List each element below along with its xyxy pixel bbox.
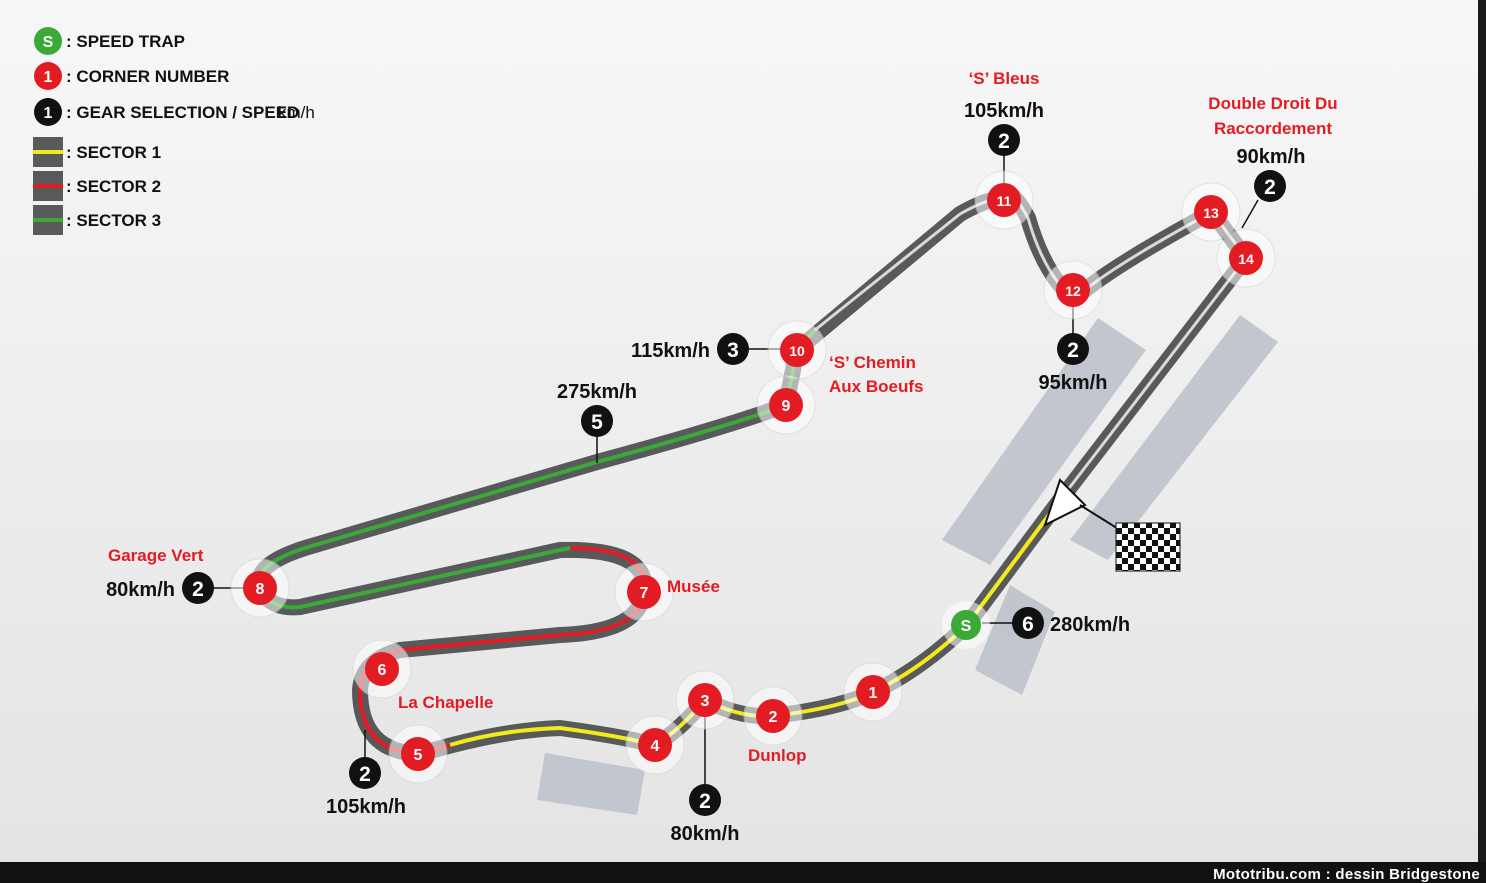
speed-t10: 115km/h [631,340,710,362]
legend: S : SPEED TRAP 1 : CORNER NUMBER 1 : GEA… [33,27,315,235]
gear-badge-trap: 6 [1012,607,1044,639]
svg-text:5: 5 [591,411,603,434]
corner-marker-3: 3 [675,670,735,730]
legend-sector-2: : SECTOR 2 [33,171,161,201]
svg-text:2: 2 [359,763,371,786]
name-dunlop: Dunlop [748,746,807,765]
checkered-flag [1115,522,1181,572]
svg-text:: SECTOR 2: : SECTOR 2 [66,177,161,196]
corner-marker-2: 2 [743,686,803,746]
name-la-chapelle: La Chapelle [398,693,493,712]
footer-credit: Mototribu.com : dessin Bridgestone [1213,866,1480,883]
corner-marker-4: 4 [625,715,685,775]
svg-text:2: 2 [699,790,711,813]
start-flag-pointer [1043,478,1087,527]
corner-number-1: 1 [869,685,878,702]
footer-bar [0,862,1486,883]
name-musee: Musée [667,577,720,596]
svg-text:1: 1 [44,69,53,86]
corner-marker-12: 12 [1043,260,1103,320]
name-garage-vert: Garage Vert [108,546,204,565]
svg-text:1: 1 [44,105,53,122]
corner-marker-14: 14 [1216,228,1276,288]
corner-number-7: 7 [640,585,649,602]
speed-t14: 90km/h [1237,146,1306,168]
svg-text:2: 2 [998,130,1010,153]
speed-t8: 80km/h [106,579,175,601]
corner-marker-5: 5 [388,724,448,784]
name-double-droit-1: Double Droit Du [1208,94,1337,113]
svg-text:km/h: km/h [278,103,315,122]
corner-marker-13: 13 [1181,182,1241,242]
speed-trap: 280km/h [1050,614,1130,636]
corner-number-8: 8 [256,581,265,598]
svg-text:2: 2 [1067,339,1079,362]
speed-t11: 105km/h [964,100,1044,122]
corner-marker-11: 11 [974,170,1034,230]
speed-t3: 80km/h [671,823,740,845]
svg-text:S: S [43,34,54,51]
corner-number-2: 2 [769,709,778,726]
svg-text:: GEAR SELECTION / SPEED: : GEAR SELECTION / SPEED [66,103,299,122]
corner-number-13: 13 [1203,205,1219,221]
svg-text:: SECTOR 1: : SECTOR 1 [66,143,161,162]
legend-gear-selection: 1 : GEAR SELECTION / SPEED km/h [34,98,315,126]
name-s-chemin-2: Aux Boeufs [829,377,923,396]
corner-number-3: 3 [701,693,710,710]
gear-badge-t3: 2 [689,784,721,816]
corner-number-14: 14 [1238,251,1254,267]
legend-corner-number: 1 : CORNER NUMBER [34,62,229,90]
legend-sector-3: : SECTOR 3 [33,205,161,235]
gear-badge-t10: 3 [717,333,749,365]
name-double-droit-2: Raccordement [1214,119,1332,138]
corner-marker-6: 6 [352,639,412,699]
corner-names: ‘S’ Bleus Double Droit Du Raccordement ‘… [108,69,1338,765]
corner-marker-1: 1 [843,662,903,722]
svg-text:: SECTOR 3: : SECTOR 3 [66,211,161,230]
svg-text:2: 2 [1264,176,1276,199]
corner-number-4: 4 [651,738,660,755]
legend-sector-1: : SECTOR 1 [33,137,161,167]
speed-t5: 105km/h [326,796,406,818]
svg-text:: SPEED TRAP: : SPEED TRAP [66,32,185,51]
gear-badge-t14: 2 [1254,170,1286,202]
svg-text:6: 6 [1022,613,1034,636]
speed-labels: 105km/h 90km/h 95km/h 115km/h 275km/h 80… [106,100,1305,845]
gear-badge-straight: 5 [581,405,613,437]
gear-markers: 2 2 2 3 5 2 2 2 [182,124,1286,816]
corner-marker-7: 7 [614,562,674,622]
corner-number-11: 11 [997,193,1012,209]
svg-text:3: 3 [727,339,739,362]
speed-trap-marker: S [942,601,990,649]
gear-badge-t8: 2 [182,572,214,604]
corner-number-5: 5 [414,747,423,764]
speed-t12: 95km/h [1039,372,1108,394]
corner-number-12: 12 [1065,283,1081,299]
corner-number-6: 6 [378,662,387,679]
gear-badge-t12: 2 [1057,333,1089,365]
svg-text:2: 2 [192,578,204,601]
corner-marker-10: 10 [767,320,827,380]
gear-badge-t11: 2 [988,124,1020,156]
name-s-bleus: ‘S’ Bleus [969,69,1040,88]
svg-text:: CORNER NUMBER: : CORNER NUMBER [66,67,229,86]
start-finish [1043,478,1181,572]
corner-marker-8: 8 [230,558,290,618]
corner-marker-9: 9 [756,375,816,435]
name-s-chemin-1: ‘S’ Chemin [829,353,916,372]
speed-straight: 275km/h [557,381,637,403]
frame-shadow-right [1478,0,1486,862]
corner-number-9: 9 [782,398,791,415]
gear-badge-t5: 2 [349,757,381,789]
corner-number-10: 10 [789,343,805,359]
legend-speed-trap: S : SPEED TRAP [34,27,185,55]
speed-trap-letter: S [961,618,972,635]
